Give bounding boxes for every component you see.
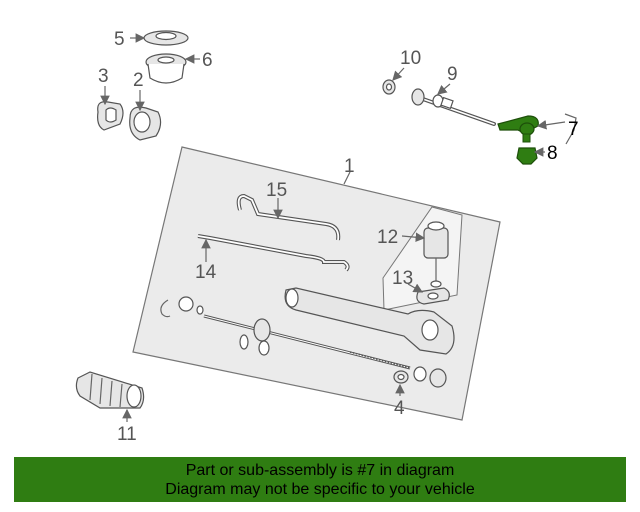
callout-4[interactable]: 4 bbox=[394, 398, 405, 419]
banner-line-2: Diagram may not be specific to your vehi… bbox=[165, 481, 475, 498]
part-13-gasket[interactable] bbox=[416, 287, 450, 305]
rack-shaft[interactable] bbox=[203, 314, 411, 370]
part-9-tie-rod[interactable] bbox=[411, 88, 496, 126]
part-3-clamp[interactable] bbox=[97, 101, 124, 131]
callout-11[interactable]: 11 bbox=[117, 424, 137, 445]
callout-15[interactable]: 15 bbox=[266, 180, 287, 201]
part-2-bushing[interactable] bbox=[129, 106, 162, 141]
rack-housing[interactable] bbox=[284, 287, 455, 355]
leader-lines bbox=[100, 33, 577, 422]
part-5-mount[interactable] bbox=[143, 30, 189, 46]
part-12-valve[interactable] bbox=[423, 221, 449, 288]
callout-7[interactable]: 7 bbox=[568, 119, 579, 140]
callout-9[interactable]: 9 bbox=[447, 64, 458, 85]
part-8-nut[interactable] bbox=[516, 147, 538, 165]
callout-10[interactable]: 10 bbox=[400, 48, 421, 69]
callout-12[interactable]: 12 bbox=[377, 227, 398, 248]
callout-13[interactable]: 13 bbox=[392, 268, 413, 289]
part-10-nut[interactable] bbox=[382, 79, 396, 95]
part-4-nut[interactable] bbox=[393, 370, 409, 384]
part-6-mount[interactable] bbox=[145, 53, 187, 84]
seals[interactable] bbox=[160, 296, 447, 388]
part-7-tie-rod-end[interactable] bbox=[497, 115, 539, 143]
callout-3[interactable]: 3 bbox=[98, 66, 109, 87]
info-banner: Part or sub-assembly is #7 in diagram Di… bbox=[14, 457, 626, 502]
callout-14[interactable]: 14 bbox=[195, 262, 217, 283]
callout-8[interactable]: 8 bbox=[547, 143, 558, 164]
callout-2[interactable]: 2 bbox=[133, 70, 144, 91]
rack-assembly-panel bbox=[132, 146, 501, 421]
callout-5[interactable]: 5 bbox=[114, 29, 125, 50]
banner-line-1: Part or sub-assembly is #7 in diagram bbox=[185, 462, 455, 479]
parts-diagram: 5 6 3 2 10 9 7 8 1 15 12 14 13 4 11 bbox=[75, 29, 579, 445]
callout-6[interactable]: 6 bbox=[202, 50, 213, 71]
part-11-boot[interactable] bbox=[75, 371, 145, 409]
callout-1[interactable]: 1 bbox=[344, 156, 355, 177]
